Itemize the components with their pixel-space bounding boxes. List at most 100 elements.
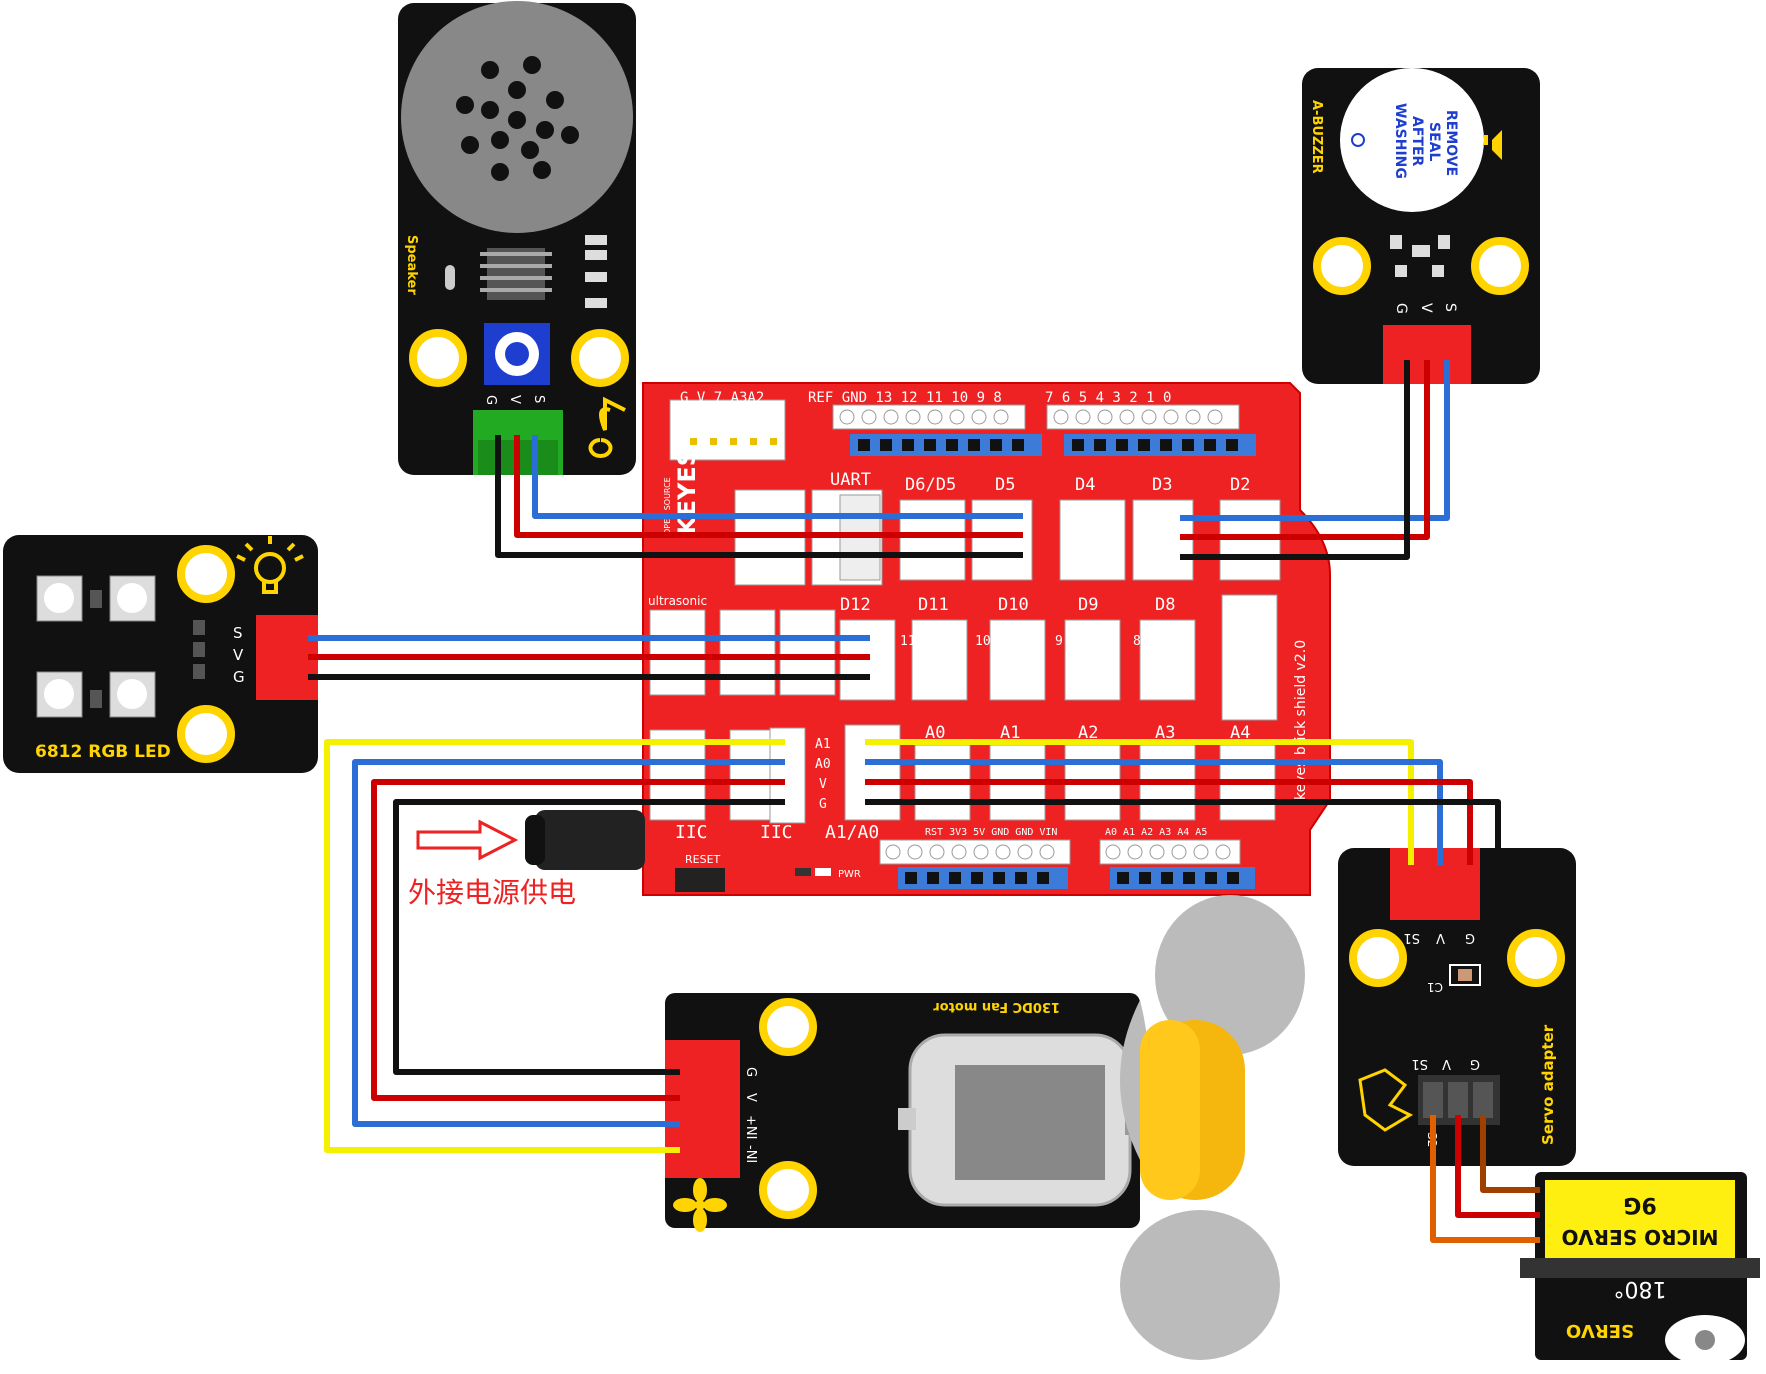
- fan-pin-in-minus: -NI: [743, 1145, 758, 1163]
- speaker-mount-hole-right: [571, 329, 629, 387]
- micro-servo: 9G MICRO SERVO 180° SERVO: [1520, 1172, 1760, 1365]
- row3-label-a4: A4: [1230, 723, 1250, 743]
- buzzer-pin-g: G: [1393, 303, 1409, 314]
- servo-line1: 9G: [1623, 1192, 1656, 1217]
- wire-fan-vcc: [371, 779, 785, 1101]
- shield-side-text: keyes brick shield v2.0: [1293, 640, 1309, 800]
- wire-buzzer-signal: [1180, 360, 1450, 521]
- fan-pin-in-plus: +NI: [743, 1115, 758, 1139]
- row1-label-d5: D5: [995, 475, 1015, 495]
- servo-angle: 180°: [1614, 1276, 1667, 1301]
- wire-speaker-vcc: [514, 435, 1023, 538]
- row2-label-d8: D8: [1155, 595, 1175, 615]
- rgb-pin-s: S: [233, 624, 243, 642]
- cap-label: C1: [1427, 980, 1443, 994]
- top-header-left-label: REF GND 13 12 11 10 9 8: [808, 390, 1002, 406]
- wire-adapter-gnd: [865, 799, 1501, 865]
- adapter-bottom-pin-g: G: [1470, 1056, 1480, 1071]
- row1-label-d2: D2: [1230, 475, 1250, 495]
- fan-mount-hole-top: [759, 998, 817, 1056]
- speaker-pin-g: G: [483, 395, 498, 405]
- a-pin-v: V: [819, 777, 827, 792]
- row1-label-d4: D4: [1075, 475, 1095, 495]
- music-note-icon: [588, 396, 626, 458]
- row2-label-d9: D9: [1078, 595, 1098, 615]
- servo-line2: MICRO SERVO: [1562, 1225, 1719, 1249]
- rgb-mount-hole-bottom: [177, 705, 235, 763]
- row2-label-d10: D10: [998, 595, 1029, 615]
- adapter-mount-hole-left: [1349, 929, 1407, 987]
- uart-pin-tx: TX: [815, 501, 830, 515]
- wire-fan-in-plus: [352, 759, 785, 1127]
- row1-label-d6d5: D6/D5: [905, 475, 956, 495]
- shield-brand: KEYES: [673, 449, 701, 535]
- rgb-mount-hole-top: [177, 545, 235, 603]
- wire-speaker-signal: [532, 435, 1023, 519]
- row2-pin-8: 8: [1133, 634, 1141, 649]
- speaker-mount-hole-left: [409, 329, 467, 387]
- a-pin-g: G: [819, 797, 827, 812]
- buzzer-pin-s: S: [1442, 303, 1458, 312]
- servo-adapter-title: Servo adapter: [1539, 1024, 1557, 1145]
- dc-jack: [535, 810, 645, 870]
- rgb-led-module: 6812 RGB LED S V G: [3, 535, 318, 773]
- buzzer-mount-hole-right: [1471, 237, 1529, 295]
- bottom-label-iic-1: IIC: [675, 822, 708, 843]
- adapter-bottom-pin-s1: S1: [1411, 1056, 1428, 1071]
- buzzer-pin-v: V: [1418, 303, 1434, 313]
- buzzer-seal-line3: AFTER: [1409, 116, 1425, 167]
- row2-pin-10: 10: [975, 634, 991, 649]
- servo-brand: SERVO: [1566, 1320, 1634, 1341]
- fan-pin-g: G: [743, 1067, 758, 1077]
- analog-header-label: A0 A1 A2 A3 A4 A5: [1105, 827, 1207, 838]
- rgb-connector[interactable]: [256, 615, 318, 700]
- buzzer-seal-line2: SEAL: [1426, 122, 1442, 161]
- speaker-pin-s: S: [531, 395, 546, 403]
- speaker-pin-v: V: [507, 395, 522, 404]
- ultrasonic-label: ultrasonic: [648, 594, 707, 608]
- adapter-pin-g: G: [1465, 930, 1475, 945]
- fan-module: 130DC Fan motor G V +NI -NI: [665, 993, 1150, 1232]
- row2-pin-11: 11: [900, 634, 916, 649]
- reset-button[interactable]: [675, 868, 725, 892]
- buzzer-title: A-BUZZER: [1309, 100, 1324, 174]
- power-header-label: RST 3V3 5V GND GND VIN: [925, 827, 1057, 838]
- fan-title: 130DC Fan motor: [933, 999, 1060, 1014]
- rgb-title: 6812 RGB LED: [35, 742, 171, 762]
- row2-pin-9: 9: [1055, 634, 1063, 649]
- a-pin-a0: A0: [815, 757, 831, 772]
- adapter-bottom-pin-v: V: [1442, 1056, 1451, 1071]
- buzzer-module: REMOVE SEAL AFTER WASHING A-BUZZER G V S: [1302, 68, 1540, 384]
- uart-label: UART: [830, 470, 871, 490]
- light-bulb-icon: [236, 536, 304, 594]
- servo-adapter-connector[interactable]: [1390, 848, 1480, 920]
- bottom-label-a1a0: A1/A0: [825, 822, 879, 843]
- power-arrow-icon: [416, 819, 519, 861]
- wire-fan-gnd: [393, 799, 785, 1075]
- rgb-pin-g: G: [233, 668, 245, 686]
- wire-adapter-vcc: [865, 779, 1473, 865]
- speaker-icon: [1484, 130, 1502, 160]
- adapter-pin-v: V: [1436, 930, 1445, 945]
- wire-servo-vcc: [1455, 1115, 1540, 1218]
- row3-label-a3: A3: [1155, 723, 1175, 743]
- wire-speaker-gnd: [495, 435, 1023, 558]
- adapter-pin-s1: S1: [1403, 930, 1420, 945]
- fan-connector[interactable]: [665, 1040, 740, 1178]
- wire-servo-signal: [1480, 1115, 1540, 1193]
- row1-label-d3: D3: [1152, 475, 1172, 495]
- buzzer-seal-line4: WASHING: [1392, 103, 1408, 179]
- wire-buzzer-vcc: [1180, 360, 1430, 540]
- row2-label-d11: D11: [918, 595, 949, 615]
- wire-buzzer-gnd: [1180, 360, 1410, 560]
- speaker-title: Speaker: [404, 235, 419, 295]
- a-pin-a1: A1: [815, 737, 831, 752]
- row2-label-d12: D12: [840, 595, 871, 615]
- servo-adapter-module: S2 S1 V G C1 S1 V G S2 Servo adapter: [1338, 848, 1576, 1166]
- rgb-pin-v: V: [233, 646, 244, 664]
- speaker-module: Speaker G V S: [398, 1, 636, 475]
- buzzer-mount-hole-left: [1313, 237, 1371, 295]
- row3-label-a1: A1: [1000, 723, 1020, 743]
- pwr-label: PWR: [838, 869, 861, 880]
